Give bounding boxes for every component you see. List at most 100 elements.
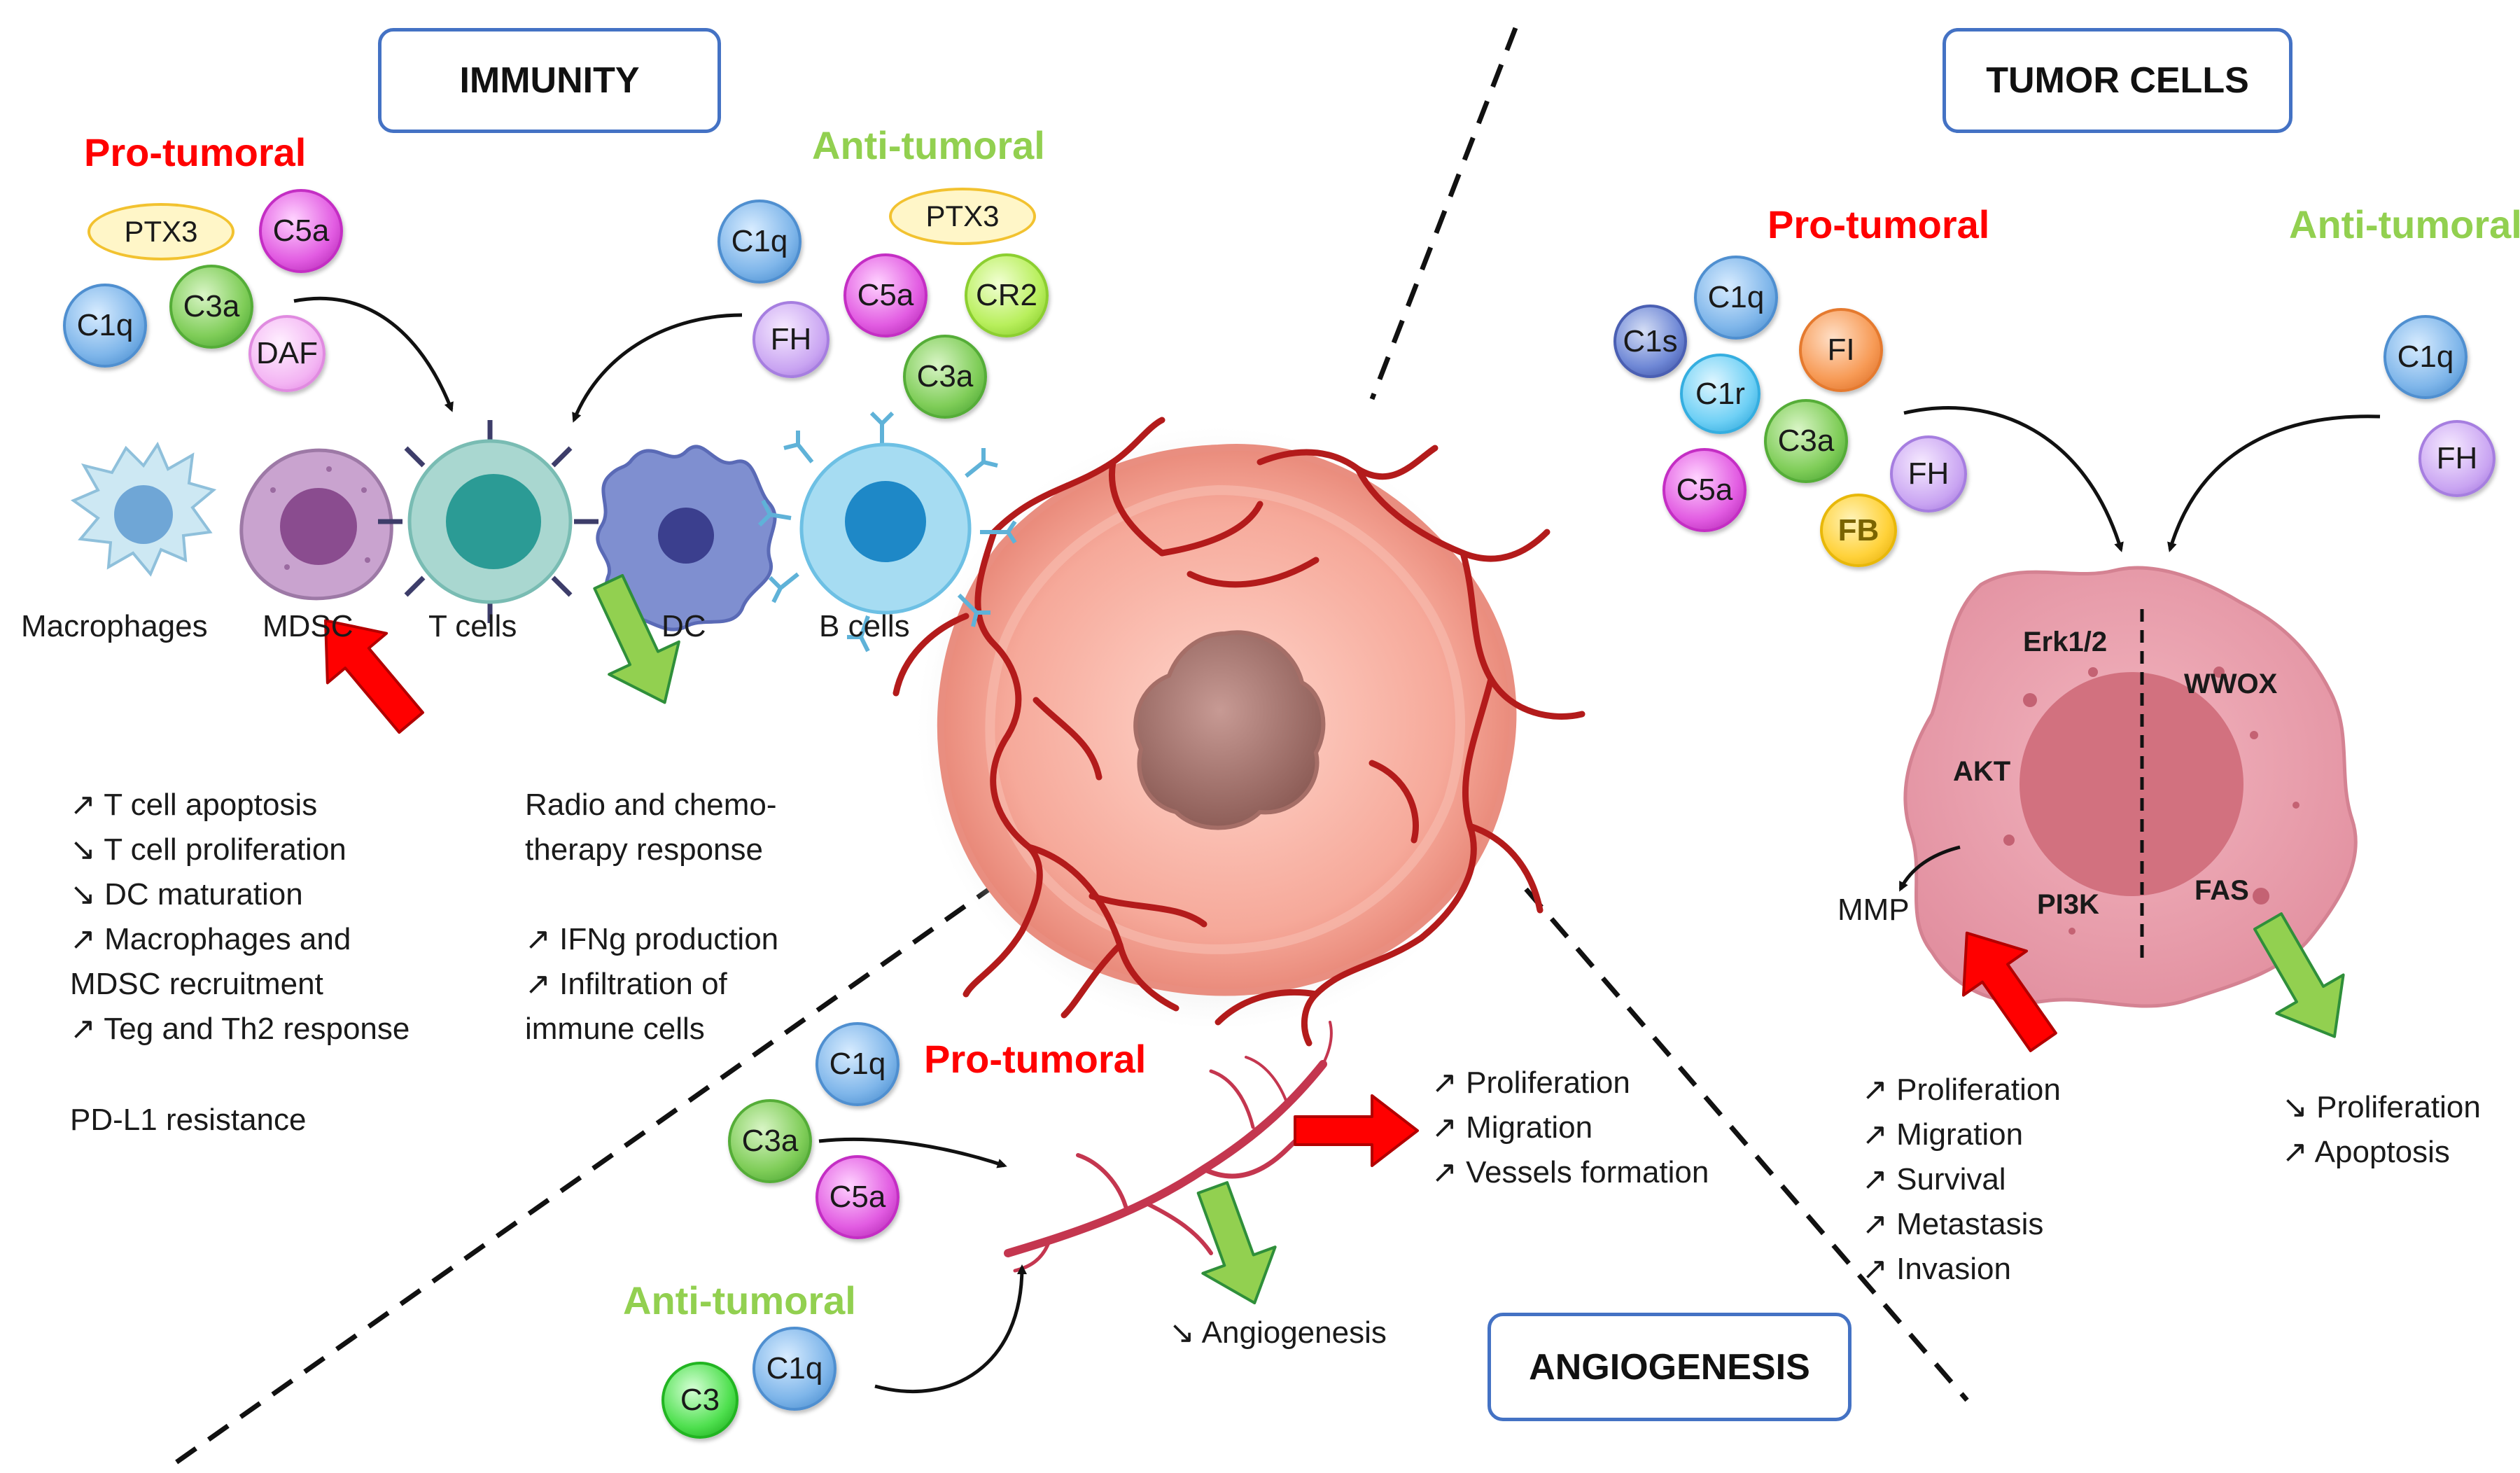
- red-arrow-immunity: [324, 619, 424, 734]
- molecule-c1q: C1q: [1694, 256, 1778, 340]
- effect-item: ↗ IFNg production: [525, 922, 779, 956]
- separator-bottom-left: [173, 859, 1031, 1465]
- molecule-c3a: C3a: [903, 335, 987, 419]
- molecule-cr2: CR2: [965, 253, 1049, 337]
- signal-erk12: Erk1/2: [2023, 627, 2108, 657]
- arrow-anti-immunity: [572, 313, 743, 423]
- green-arrow-angio: [1196, 1181, 1277, 1305]
- molecule-daf: DAF: [248, 315, 326, 392]
- effect-item: ↗ Proliferation: [1432, 1066, 1630, 1100]
- effect-item: ↘ DC maturation: [70, 877, 303, 912]
- tumor-cells-box: TUMOR CELLS: [1942, 28, 2292, 133]
- signal-akt: AKT: [1953, 756, 2011, 787]
- arrow-anti-angio: [874, 1264, 1027, 1393]
- tumor-cells-box-label: TUMOR CELLS: [1986, 60, 2249, 101]
- dc-illustration: [596, 445, 777, 631]
- angiogenesis-box: ANGIOGENESIS: [1488, 1313, 1851, 1421]
- effect-item: ↗ Migration: [1432, 1110, 1593, 1145]
- macrophage-illustration: [70, 441, 217, 577]
- green-arrow-immunity: [593, 573, 680, 704]
- molecule-c3a: C3a: [1764, 399, 1848, 483]
- signal-wwox: WWOX: [2184, 669, 2278, 699]
- effect-item: ↗ Infiltration of: [525, 967, 727, 1001]
- red-arrow-tumor: [1961, 931, 2057, 1052]
- cell-label-dc: DC: [662, 609, 706, 643]
- molecule-c1q: C1q: [816, 1022, 899, 1106]
- immunity-anti-effects-a: Radio and chemo- therapy response: [525, 783, 777, 872]
- arrow-pro-immunity: [293, 296, 454, 412]
- angio-anti-effect: ↘ Angiogenesis: [1169, 1315, 1387, 1350]
- tumor-anti-title: Anti-tumoral: [2289, 202, 2520, 246]
- molecule-c1q: C1q: [752, 1327, 836, 1411]
- cell-label-b-cells: B cells: [819, 609, 910, 643]
- effect-item: ↗ Invasion: [1862, 1252, 2011, 1286]
- mmp-label: MMP: [1837, 893, 1910, 927]
- molecule-c1q: C1q: [63, 284, 147, 368]
- molecule-ptx3: PTX3: [889, 188, 1036, 245]
- effect-item: ↘ Proliferation: [2282, 1090, 2481, 1124]
- immunity-pro-effects: ↗ T cell apoptosis ↘ T cell proliferatio…: [70, 783, 410, 1052]
- angio-pro-effects: ↗ Proliferation ↗ Migration ↗ Vessels fo…: [1432, 1061, 1709, 1195]
- vessel-illustration: [1004, 1021, 1347, 1273]
- immunity-pro-extra: PD-L1 resistance: [70, 1098, 306, 1143]
- molecule-c3a: C3a: [169, 265, 253, 349]
- tumor-pro-title: Pro-tumoral: [1768, 202, 1990, 246]
- green-arrow-tumor: [2253, 912, 2345, 1038]
- molecule-c1q: C1q: [718, 200, 802, 284]
- molecule-fi: FI: [1799, 308, 1883, 392]
- arrow-mmp: [1898, 845, 1961, 892]
- effect-item: ↗ Metastasis: [1862, 1207, 2044, 1241]
- effect-item: immune cells: [525, 1012, 705, 1046]
- molecule-c3a: C3a: [728, 1099, 812, 1183]
- separator-bottom-right: [1524, 887, 1969, 1402]
- effect-item: therapy response: [525, 832, 763, 867]
- red-arrow-angio: [1294, 1094, 1419, 1167]
- molecule-c5a: C5a: [1662, 448, 1746, 532]
- molecule-fh: FH: [2418, 420, 2496, 497]
- tumor-illustration: [892, 417, 1586, 1047]
- molecule-c1q: C1q: [2384, 315, 2468, 399]
- molecule-c5a: C5a: [259, 189, 343, 273]
- effect-item: Radio and chemo-: [525, 788, 777, 822]
- tumor-anti-effects: ↘ Proliferation ↗ Apoptosis: [2282, 1085, 2481, 1175]
- angio-anti-title: Anti-tumoral: [623, 1278, 856, 1322]
- cell-label-mdsc: MDSC: [262, 609, 354, 643]
- molecule-fh: FH: [1890, 435, 1967, 512]
- effect-item: ↗ Vessels formation: [1432, 1155, 1709, 1189]
- signal-fas: FAS: [2194, 875, 2249, 906]
- cell-label-macrophages: Macrophages: [21, 609, 208, 643]
- molecule-c1s: C1s: [1614, 305, 1687, 378]
- signal-pi3k: PI3K: [2037, 889, 2099, 920]
- tumor-pro-effects: ↗ Proliferation ↗ Migration ↗ Survival ↗…: [1862, 1068, 2061, 1292]
- arrow-pro-tumor: [1903, 406, 2124, 552]
- effect-item: MDSC recruitment: [70, 967, 323, 1001]
- immunity-anti-title: Anti-tumoral: [812, 123, 1045, 167]
- molecule-fh: FH: [752, 301, 830, 378]
- angiogenesis-box-label: ANGIOGENESIS: [1529, 1346, 1810, 1388]
- mdsc-illustration: [239, 448, 393, 601]
- arrow-pro-angio: [818, 1137, 1007, 1168]
- arrow-anti-tumor: [2167, 414, 2381, 552]
- tumor-cell-illustration: [1903, 566, 2358, 1008]
- molecule-c1r: C1r: [1680, 354, 1760, 434]
- molecule-c5a: C5a: [844, 253, 927, 337]
- effect-item: ↗ Macrophages and: [70, 922, 351, 956]
- molecule-c5a: C5a: [816, 1155, 899, 1239]
- angio-pro-title: Pro-tumoral: [924, 1037, 1147, 1081]
- effect-item: PD-L1 resistance: [70, 1103, 307, 1137]
- effect-item: ↗ Apoptosis: [2282, 1135, 2450, 1169]
- effect-item: ↗ Survival: [1862, 1162, 2006, 1196]
- molecule-ptx3: PTX3: [88, 203, 234, 260]
- effect-item: ↗ Proliferation: [1862, 1073, 2061, 1107]
- separator-top: [1369, 27, 1518, 400]
- immunity-anti-effects-b: ↗ IFNg production ↗ Infiltration of immu…: [525, 917, 778, 1052]
- effect-item: ↘ T cell proliferation: [70, 832, 346, 867]
- effect-item: ↗ Teg and Th2 response: [70, 1012, 410, 1046]
- effect-item: ↗ T cell apoptosis: [70, 788, 318, 822]
- molecule-fb: FB: [1820, 494, 1897, 567]
- effect-item: ↗ Migration: [1862, 1117, 2024, 1152]
- b-cell-illustration: [757, 411, 1017, 652]
- immunity-box-label: IMMUNITY: [459, 60, 640, 101]
